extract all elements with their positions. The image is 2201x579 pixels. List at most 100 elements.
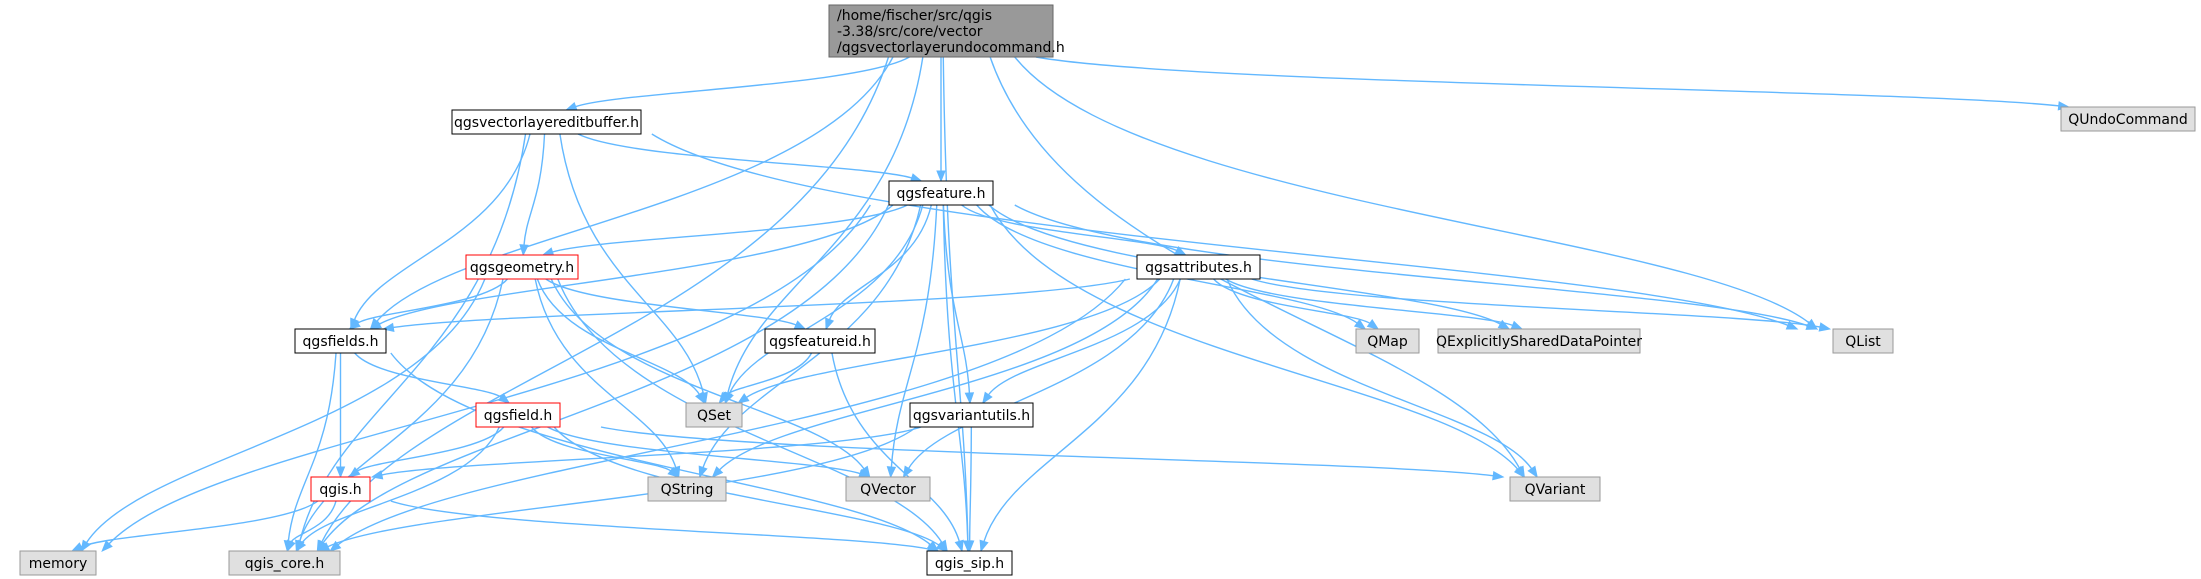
edge-line	[1035, 56, 2060, 107]
edge-attributes-to-qvariant	[1226, 278, 1538, 479]
edge-line	[728, 204, 924, 396]
edge-featureid-to-qset	[718, 352, 813, 405]
edge-arrowhead	[286, 539, 296, 553]
edge-line	[968, 426, 973, 543]
edge-line	[1251, 278, 1822, 328]
node-box	[1355, 328, 1420, 354]
edge-line	[1225, 278, 1514, 327]
edge-line	[559, 133, 705, 395]
edge-feature-to-variantutils	[942, 204, 975, 405]
node-feature[interactable]: qgsfeature.h	[888, 180, 994, 206]
edge-attributes-to-qmap	[1213, 278, 1380, 330]
node-root[interactable]: /home/fischer/src/qgis-3.38/src/core/vec…	[828, 4, 1065, 58]
edge-root-to-qlist	[1014, 56, 1818, 330]
edge-variantutils-to-qgis	[370, 426, 922, 480]
edge-feature-to-geometry	[541, 204, 908, 257]
node-label: QSet	[697, 408, 732, 424]
node-attributes[interactable]: qgsattributes.h	[1136, 254, 1261, 280]
edge-arrowhead	[964, 540, 975, 553]
node-qesdp: QExplicitlySharedDataPointer	[1436, 328, 1642, 354]
node-fields[interactable]: qgsfields.h	[294, 328, 387, 354]
edge-arrowhead	[1510, 320, 1524, 330]
edge-arrowhead	[667, 466, 680, 478]
node-qlist: QList	[1832, 328, 1894, 354]
edge-arrowhead	[737, 393, 750, 404]
edge-arrowhead	[825, 317, 835, 331]
node-box	[451, 109, 642, 135]
edge-field-to-qvariant	[600, 426, 1505, 481]
edge-line	[1014, 56, 1811, 324]
edge-line	[982, 278, 1181, 543]
edge-line	[79, 500, 319, 548]
node-box	[647, 476, 727, 502]
edge-arrowhead	[519, 244, 529, 257]
node-field[interactable]: qgsfield.h	[475, 402, 561, 428]
node-label: memory	[29, 556, 88, 572]
node-label: -3.38/src/core/vector	[837, 24, 983, 40]
node-label: QString	[661, 482, 714, 498]
edge-qgis-to-qgissip	[390, 500, 940, 554]
node-label: QVector	[860, 482, 916, 498]
edge-line	[718, 278, 1159, 472]
node-label: qgis_sip.h	[935, 556, 1004, 572]
edge-editbuffer-to-qlist	[651, 133, 1799, 330]
edge-attributes-to-qgiscore	[329, 278, 1126, 552]
node-label: QMap	[1367, 334, 1408, 350]
edge-line	[726, 56, 924, 395]
node-qgissip[interactable]: qgis_sip.h	[926, 550, 1013, 576]
edge-line	[907, 278, 1175, 470]
node-qstring: QString	[647, 476, 727, 502]
edge-editbuffer-to-fields	[350, 133, 531, 331]
node-label: qgsvariantutils.h	[913, 408, 1030, 424]
edge-line	[545, 278, 798, 326]
edge-line	[530, 426, 672, 472]
edge-line	[375, 56, 894, 323]
edge-line	[300, 426, 500, 545]
edge-field-to-qstring	[530, 426, 680, 478]
edge-line	[600, 426, 1495, 477]
edge-line	[547, 426, 862, 475]
node-label: qgis_core.h	[245, 556, 325, 572]
edge-line	[326, 426, 917, 548]
edge-line	[651, 133, 1790, 327]
edge-fields-to-qgiscore	[283, 352, 337, 553]
edge-feature-to-qlist	[1014, 204, 1819, 330]
edge-line	[574, 56, 910, 108]
node-box	[685, 402, 743, 428]
edge-arrowhead	[711, 466, 724, 478]
edge-arrowhead	[369, 319, 383, 330]
node-label: qgsfeatureid.h	[769, 334, 871, 350]
node-qgis[interactable]: qgis.h	[310, 476, 371, 502]
edge-arrowhead	[1527, 465, 1538, 479]
edge-attributes-to-qstring	[711, 278, 1159, 478]
node-qset: QSet	[685, 402, 743, 428]
edge-arrowhead	[935, 540, 949, 552]
edge-line	[831, 352, 961, 543]
node-box	[1136, 254, 1261, 280]
node-editbuffer[interactable]: qgsvectorlayereditbuffer.h	[451, 109, 642, 135]
node-variantutils[interactable]: qgsvariantutils.h	[909, 402, 1034, 428]
edge-line	[390, 500, 930, 550]
edge-feature-to-featureid	[825, 204, 933, 331]
node-qvector: QVector	[845, 476, 931, 502]
edge-line	[961, 204, 1178, 252]
edge-line	[336, 278, 1126, 546]
node-geometry[interactable]: qgsgeometry.h	[465, 254, 579, 280]
edge-line	[523, 133, 546, 247]
edge-arrowhead	[718, 391, 730, 405]
edge-arrowhead	[1492, 470, 1505, 481]
edge-arrowhead	[370, 470, 384, 480]
node-box	[926, 550, 1013, 576]
edges-layer	[70, 56, 2070, 554]
edge-line	[987, 278, 1181, 396]
edge-line	[380, 426, 922, 476]
edge-arrowhead	[886, 466, 897, 479]
edge-qgis-to-qgiscore	[286, 500, 337, 553]
node-label: qgsfield.h	[484, 408, 553, 424]
node-box	[2060, 106, 2196, 132]
edge-arrowhead	[1353, 318, 1367, 330]
edge-root-to-feature	[936, 57, 946, 183]
edge-arrowhead	[1497, 319, 1511, 330]
edge-variantutils-to-qgiscore	[317, 426, 917, 552]
node-featureid[interactable]: qgsfeatureid.h	[764, 328, 876, 354]
